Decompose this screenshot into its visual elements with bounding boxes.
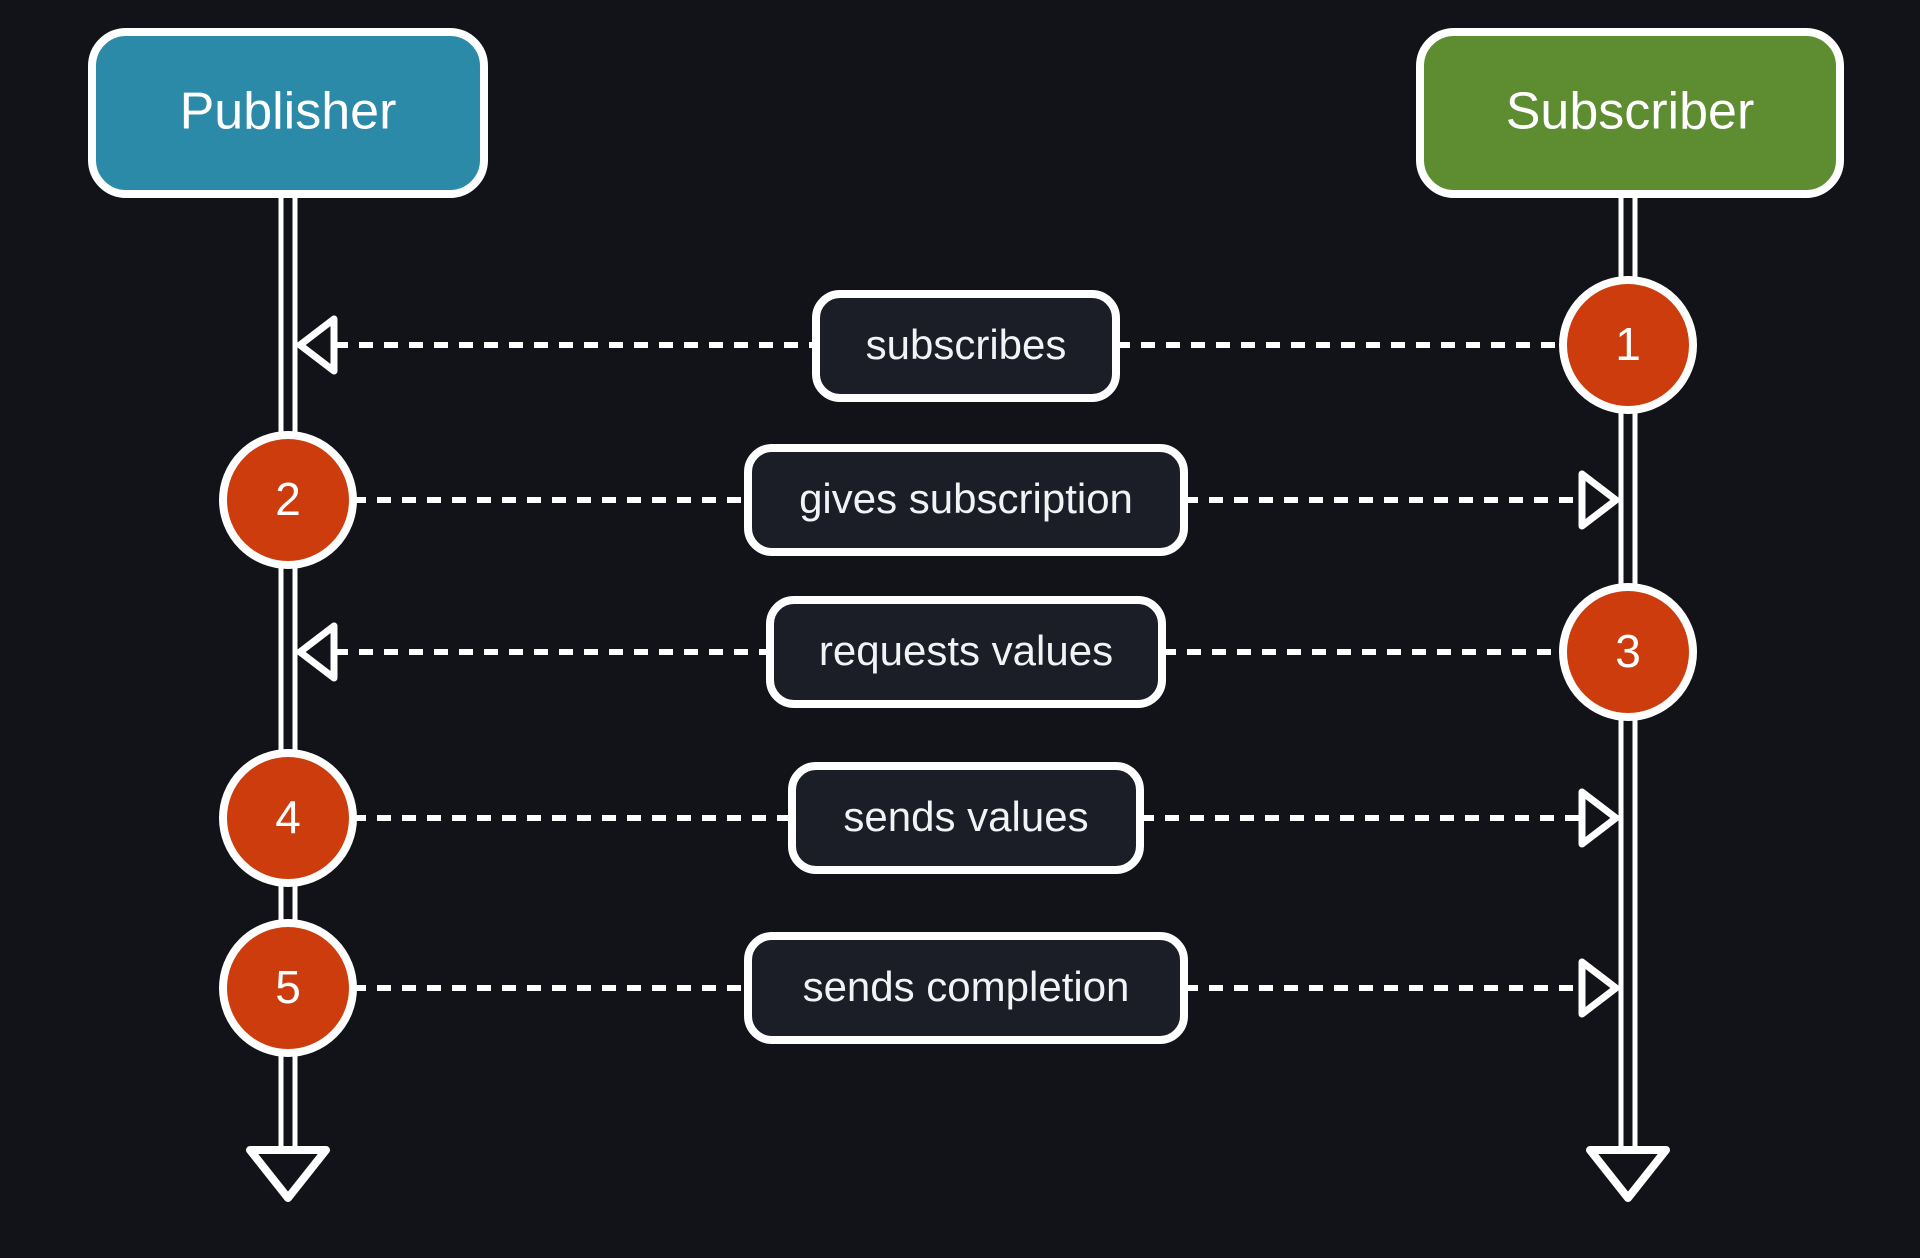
step-marker-circle[interactable] bbox=[1559, 276, 1697, 414]
subscriber-label: Subscriber bbox=[1506, 83, 1755, 141]
step-marker-number: 3 bbox=[1615, 625, 1641, 677]
lifeline-terminator-subscriber bbox=[1586, 1146, 1670, 1202]
message-note-box[interactable] bbox=[812, 290, 1120, 402]
message-label: subscribes bbox=[866, 321, 1067, 368]
arrowhead-4 bbox=[1578, 788, 1620, 848]
arrowhead-2 bbox=[1578, 470, 1620, 530]
arrowhead-3 bbox=[296, 622, 338, 682]
publisher-box[interactable] bbox=[88, 28, 488, 198]
step-marker-number: 4 bbox=[275, 791, 301, 843]
subscriber-box[interactable] bbox=[1416, 28, 1844, 198]
arrowhead-1 bbox=[296, 315, 338, 375]
participant-subscriber[interactable]: Subscriber bbox=[1416, 28, 1844, 198]
step-marker-circle[interactable] bbox=[219, 919, 357, 1057]
message-arrow-group bbox=[296, 315, 1620, 1018]
arrowhead-5 bbox=[1578, 958, 1620, 1018]
step-marker-circle[interactable] bbox=[219, 749, 357, 887]
step-marker-number: 5 bbox=[275, 961, 301, 1013]
lifeline-terminator-publisher bbox=[246, 1146, 330, 1202]
step-marker-number: 1 bbox=[1615, 318, 1641, 370]
publisher-label: Publisher bbox=[180, 83, 397, 141]
step-marker-circle[interactable] bbox=[1559, 583, 1697, 721]
message-note-box[interactable] bbox=[744, 932, 1188, 1044]
step-marker-number: 2 bbox=[275, 473, 301, 525]
participant-publisher[interactable]: Publisher bbox=[88, 28, 488, 198]
message-label: requests values bbox=[819, 627, 1113, 674]
message-label: sends completion bbox=[803, 963, 1130, 1010]
step-marker-group: 1 2 3 4 5 bbox=[219, 276, 1697, 1057]
message-note-box[interactable] bbox=[744, 444, 1188, 556]
message-note-box[interactable] bbox=[766, 596, 1166, 708]
message-label: gives subscription bbox=[799, 475, 1133, 522]
step-marker-circle[interactable] bbox=[219, 431, 357, 569]
message-label: sends values bbox=[843, 793, 1088, 840]
message-note-box[interactable] bbox=[788, 762, 1144, 874]
message-note-group: subscribes gives subscription requests val… bbox=[744, 290, 1188, 1044]
